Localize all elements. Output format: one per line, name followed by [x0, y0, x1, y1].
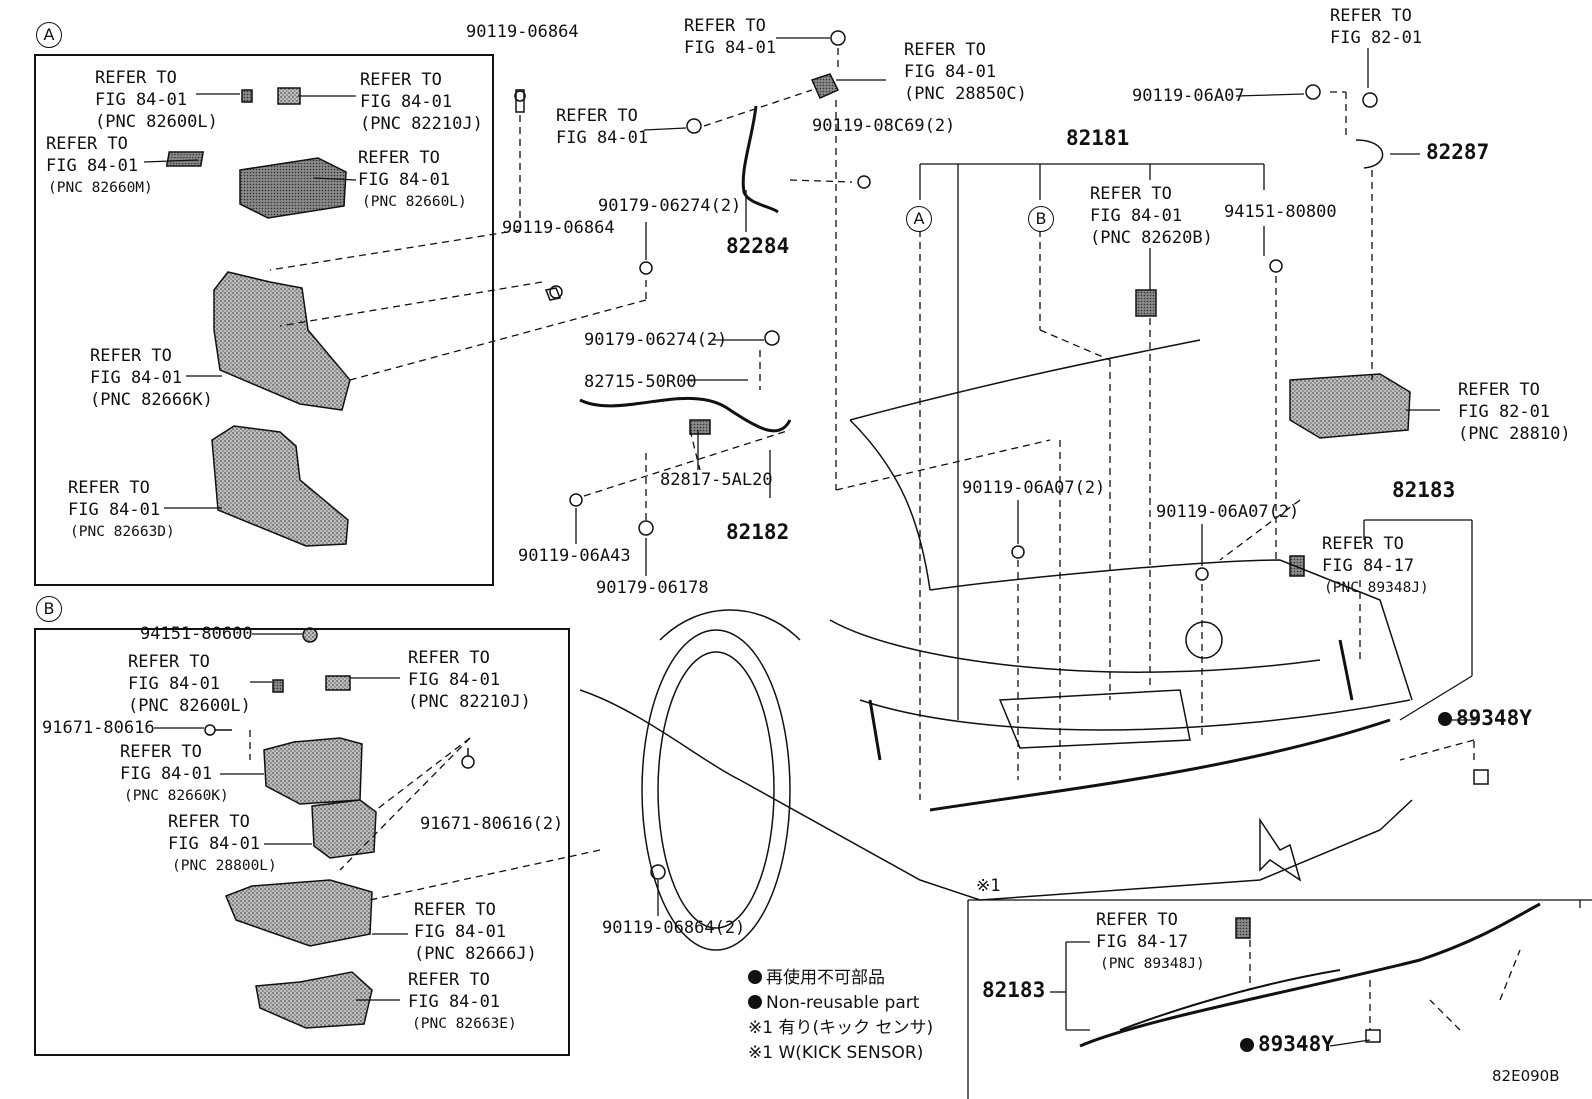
part-89348y-top: 89348Y — [1438, 708, 1532, 729]
part-82181: 82181 — [1066, 126, 1130, 150]
legend-line-3: ※1 有り(キック センサ) — [748, 1018, 934, 1038]
part-90119-06a43: 90119-06A43 — [518, 546, 631, 566]
part-82817-5al20: 82817-5AL20 — [660, 470, 773, 490]
tag-a-main: A — [906, 206, 932, 232]
part-82183-top: 82183 — [1392, 478, 1456, 502]
part-90119-06a07-2b: 90119-06A07(2) — [1156, 502, 1300, 522]
part-82287: 82287 — [1426, 140, 1490, 164]
main-parts — [514, 30, 1489, 880]
part-90119-06864-mid: 90119-06864 — [502, 218, 615, 238]
part-90179-06274-b: 90179-06274(2) — [584, 330, 728, 350]
legend-dot-jp — [748, 970, 762, 984]
part-90119-08c69: 90119-08C69(2) — [812, 116, 956, 136]
part-90119-06864-top: 90119-06864 — [466, 22, 579, 42]
part-91671-80616-2: 91671-80616(2) — [420, 814, 564, 834]
part-82284: 82284 — [726, 234, 790, 258]
part-94151-80600: 94151-80600 — [140, 624, 253, 644]
tag-b-main: B — [1028, 206, 1054, 232]
non-reusable-dot — [1240, 1038, 1254, 1052]
section-b-tag: B — [36, 596, 62, 622]
part-82183-inset: 82183 — [982, 978, 1046, 1002]
section-b-box — [34, 628, 570, 1056]
part-91671-80616: 91671-80616 — [42, 718, 155, 738]
legend: 再使用不可部品 Non-reusable part ※1 有り(キック センサ)… — [748, 966, 933, 1066]
part-89348y-inset: 89348Y — [1240, 1034, 1334, 1055]
part-90179-06274-a: 90179-06274(2) — [598, 196, 742, 216]
part-90119-06a07: 90119-06A07 — [1132, 86, 1245, 106]
figure-code: 82E090B — [1492, 1067, 1560, 1085]
part-94151-80800: 94151-80800 — [1224, 202, 1337, 222]
legend-line-2: Non-reusable part — [766, 993, 920, 1013]
part-82182: 82182 — [726, 520, 790, 544]
section-a-box — [34, 54, 494, 586]
vehicle-outline — [579, 339, 1413, 951]
inset-harness — [1079, 902, 1541, 1048]
legend-line-4: ※1 W(KICK SENSOR) — [748, 1043, 924, 1063]
section-a-tag: A — [36, 22, 62, 48]
part-90179-06178: 90179-06178 — [596, 578, 709, 598]
kick-sensor-mark: ※1 — [976, 876, 1001, 896]
section-a-parts — [165, 87, 351, 547]
legend-line-1: 再使用不可部品 — [766, 968, 885, 988]
part-82715-50r00: 82715-50R00 — [584, 372, 697, 392]
section-b-parts — [204, 627, 475, 1029]
non-reusable-dot — [1438, 712, 1452, 726]
part-90119-06a07-2a: 90119-06A07(2) — [962, 478, 1106, 498]
legend-dot-en — [748, 995, 762, 1009]
part-90119-06864-2: 90119-06864(2) — [602, 918, 746, 938]
